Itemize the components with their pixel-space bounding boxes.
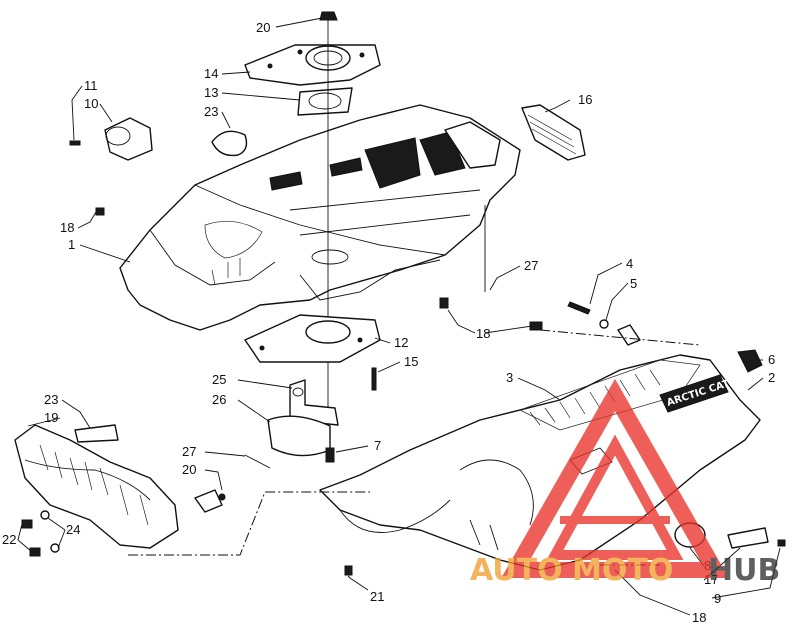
- watermark-hub: HUB: [708, 553, 780, 588]
- callout-9: 9: [714, 591, 721, 606]
- callout-5: 5: [630, 276, 637, 291]
- callout-26: 26: [212, 392, 226, 407]
- callout-23-lower: 23: [44, 392, 58, 407]
- callout-16: 16: [578, 92, 592, 107]
- lower-mount-plate: [244, 314, 381, 363]
- lower-belly-pan: ARCTIC CAT: [319, 354, 761, 571]
- clip-20-lower: [194, 489, 226, 513]
- watermark-moto: MOTO: [572, 553, 673, 588]
- nut-top: [319, 11, 338, 21]
- pad-23-top: [211, 130, 248, 157]
- callout-19: 19: [44, 410, 58, 425]
- callout-1: 1: [68, 237, 75, 252]
- bracket-10: [69, 117, 153, 161]
- leaders: [17, 17, 781, 616]
- watermark-auto: AUTO: [470, 553, 563, 588]
- callout-18-left: 18: [60, 220, 74, 235]
- upper-belly-pan: [119, 104, 521, 331]
- callout-24: 24: [66, 522, 80, 537]
- callout-12: 12: [394, 335, 408, 350]
- callout-6: 6: [768, 352, 775, 367]
- vent-16: [521, 104, 586, 161]
- callout-7: 7: [374, 438, 381, 453]
- callout-3: 3: [506, 370, 513, 385]
- callout-21: 21: [370, 589, 384, 604]
- bumper-6: [737, 349, 763, 373]
- bracket-25-26: [267, 379, 339, 457]
- callout-11: 11: [84, 78, 98, 93]
- callout-27-left: 27: [182, 444, 196, 459]
- watermark-triangle-logo: [501, 378, 729, 578]
- callout-27-right: 27: [524, 258, 538, 273]
- callout-20-top: 20: [256, 20, 270, 35]
- callout-2: 2: [768, 370, 775, 385]
- callout-25: 25: [212, 372, 226, 387]
- callout-23-top: 23: [204, 104, 218, 119]
- callout-15: 15: [404, 354, 418, 369]
- plate-8-17: [727, 527, 786, 549]
- callout-22: 22: [2, 532, 16, 547]
- top-mount-plate: [244, 44, 381, 86]
- callout-4: 4: [626, 256, 633, 271]
- bracket-5: [567, 301, 641, 346]
- callout-18-mid: 18: [476, 326, 490, 341]
- callout-10: 10: [84, 96, 98, 111]
- callout-18-bottom: 18: [692, 610, 706, 625]
- screws-22-24: [21, 510, 60, 557]
- callout-20-lower: 20: [182, 462, 196, 477]
- callout-14: 14: [204, 66, 218, 81]
- gasket: [297, 87, 353, 116]
- nose-pan-19: [14, 424, 179, 549]
- automotohub-watermark: AUTO MOTO HUB: [470, 378, 780, 588]
- callout-13: 13: [204, 85, 218, 100]
